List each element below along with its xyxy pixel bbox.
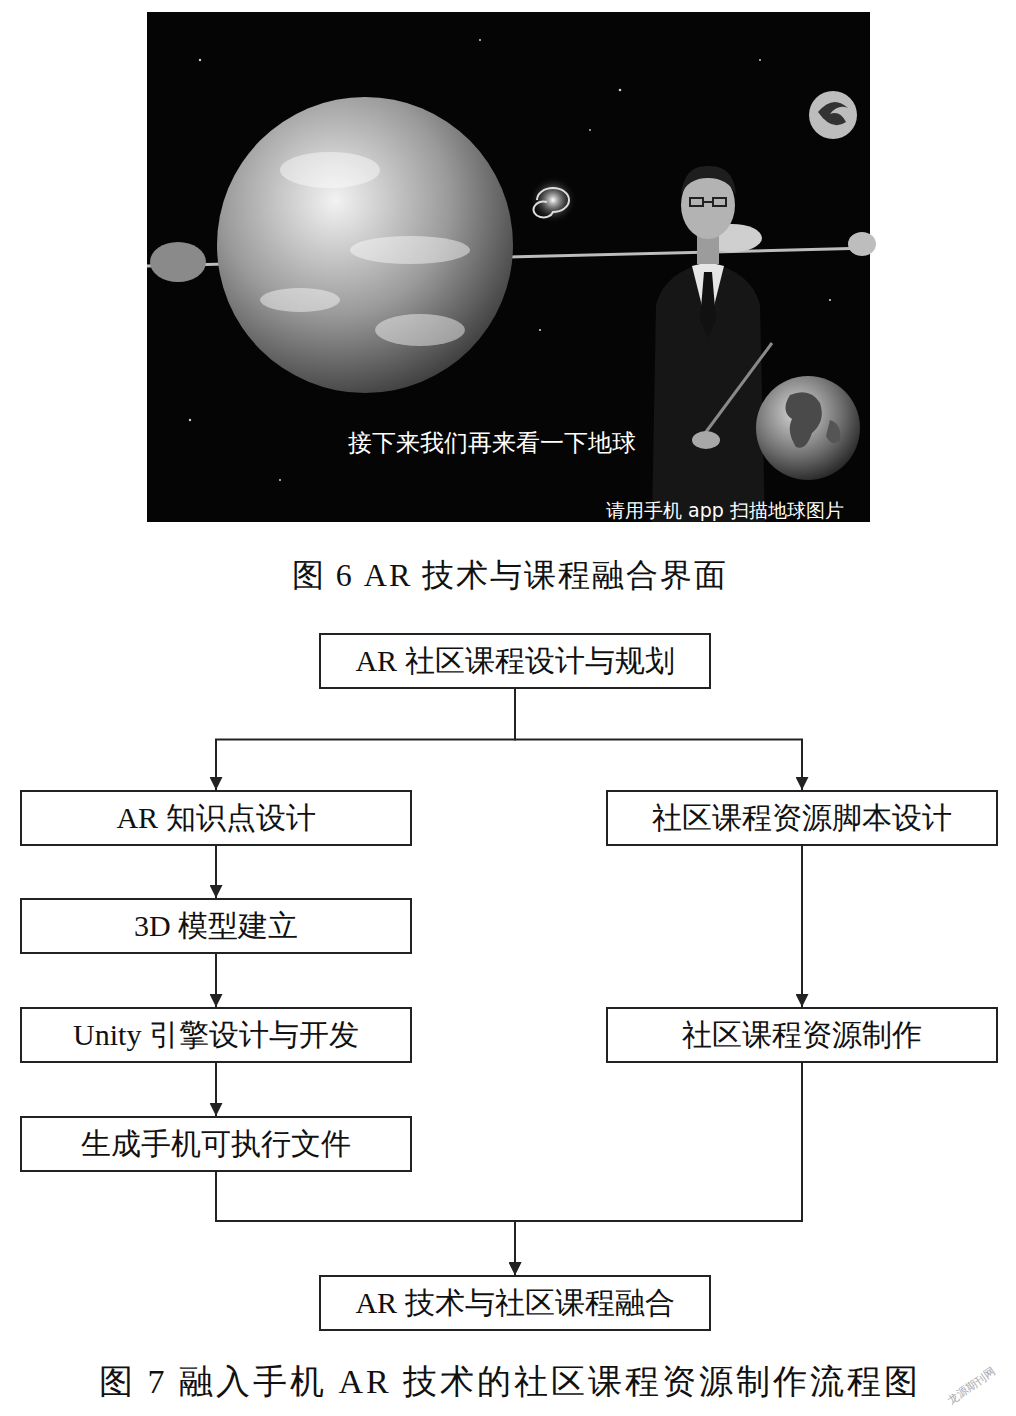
illustration-part	[652, 262, 765, 522]
process-box: AR 技术与社区课程融合	[319, 1275, 711, 1331]
box-label: AR 技术与社区课程融合	[355, 1285, 674, 1321]
illustration-part	[759, 59, 761, 61]
photo-background	[147, 12, 870, 522]
connector-group	[216, 689, 802, 1275]
logo	[809, 91, 857, 139]
illustration-part	[681, 166, 736, 195]
illustration-part	[589, 129, 591, 131]
presenter	[652, 166, 772, 522]
illustration-part	[479, 39, 481, 41]
illustration-part	[279, 479, 281, 481]
watermark: 龙源期刊网	[946, 1365, 999, 1407]
illustration-part	[700, 272, 716, 338]
illustration-part	[756, 376, 860, 480]
illustration-part	[350, 236, 470, 264]
illustration-part	[826, 420, 840, 443]
illustration-part	[534, 188, 569, 217]
flow-arrow	[515, 689, 802, 790]
planet-clouds	[260, 152, 470, 346]
illustration-part	[809, 91, 857, 139]
illustration-part	[189, 419, 191, 421]
flow-arrow	[215, 954, 217, 1007]
planet	[217, 97, 513, 393]
illustration-part	[199, 59, 201, 61]
flow-arrow	[215, 1063, 217, 1116]
box-label: 社区课程资源脚本设计	[652, 800, 952, 836]
illustration-part	[619, 89, 622, 92]
box-label: AR 知识点设计	[116, 800, 315, 836]
box-label: AR 社区课程设计与规划	[355, 643, 674, 679]
process-box: Unity 引擎设计与开发	[20, 1007, 412, 1063]
earth-image	[756, 376, 860, 480]
process-box: AR 社区课程设计与规划	[319, 633, 711, 689]
illustration-part	[713, 198, 726, 206]
galaxy	[529, 176, 577, 224]
box-label: 生成手机可执行文件	[81, 1126, 351, 1162]
illustration-part	[375, 314, 465, 346]
box-label: Unity 引擎设计与开发	[73, 1017, 359, 1053]
figure-caption: 图 6 AR 技术与课程融合界面	[292, 556, 728, 594]
process-box: 社区课程资源制作	[606, 1007, 998, 1063]
figure-caption: 图 7 融入手机 AR 技术的社区课程资源制作流程图	[99, 1362, 921, 1403]
illustration-part	[692, 431, 720, 449]
illustration-part	[280, 152, 380, 188]
process-box: 生成手机可执行文件	[20, 1116, 412, 1172]
flow-arrow	[216, 1172, 515, 1275]
small-planet	[150, 242, 206, 282]
flow-arrow	[515, 1063, 802, 1275]
box-label: 3D 模型建立	[134, 908, 298, 944]
illustration-part	[785, 392, 821, 447]
small-planet	[848, 232, 876, 256]
overlay-text: 请用手机 app 扫描地球图片	[606, 499, 844, 522]
illustration-part	[529, 176, 577, 224]
illustration-part	[260, 288, 340, 312]
illustration-part	[703, 201, 713, 203]
process-box: 3D 模型建立	[20, 898, 412, 954]
illustration-part	[690, 198, 703, 206]
flow-arrow	[216, 689, 515, 790]
overlay-text: 接下来我们再来看一下地球	[348, 429, 636, 458]
box-label: 社区课程资源制作	[682, 1017, 922, 1053]
illustration-part	[539, 329, 541, 331]
illustration-part	[818, 102, 848, 125]
process-box: 社区课程资源脚本设计	[606, 790, 998, 846]
flow-arrow	[215, 846, 217, 898]
flow-arrow	[801, 846, 803, 1007]
illustration-part	[829, 299, 831, 301]
process-box: AR 知识点设计	[20, 790, 412, 846]
